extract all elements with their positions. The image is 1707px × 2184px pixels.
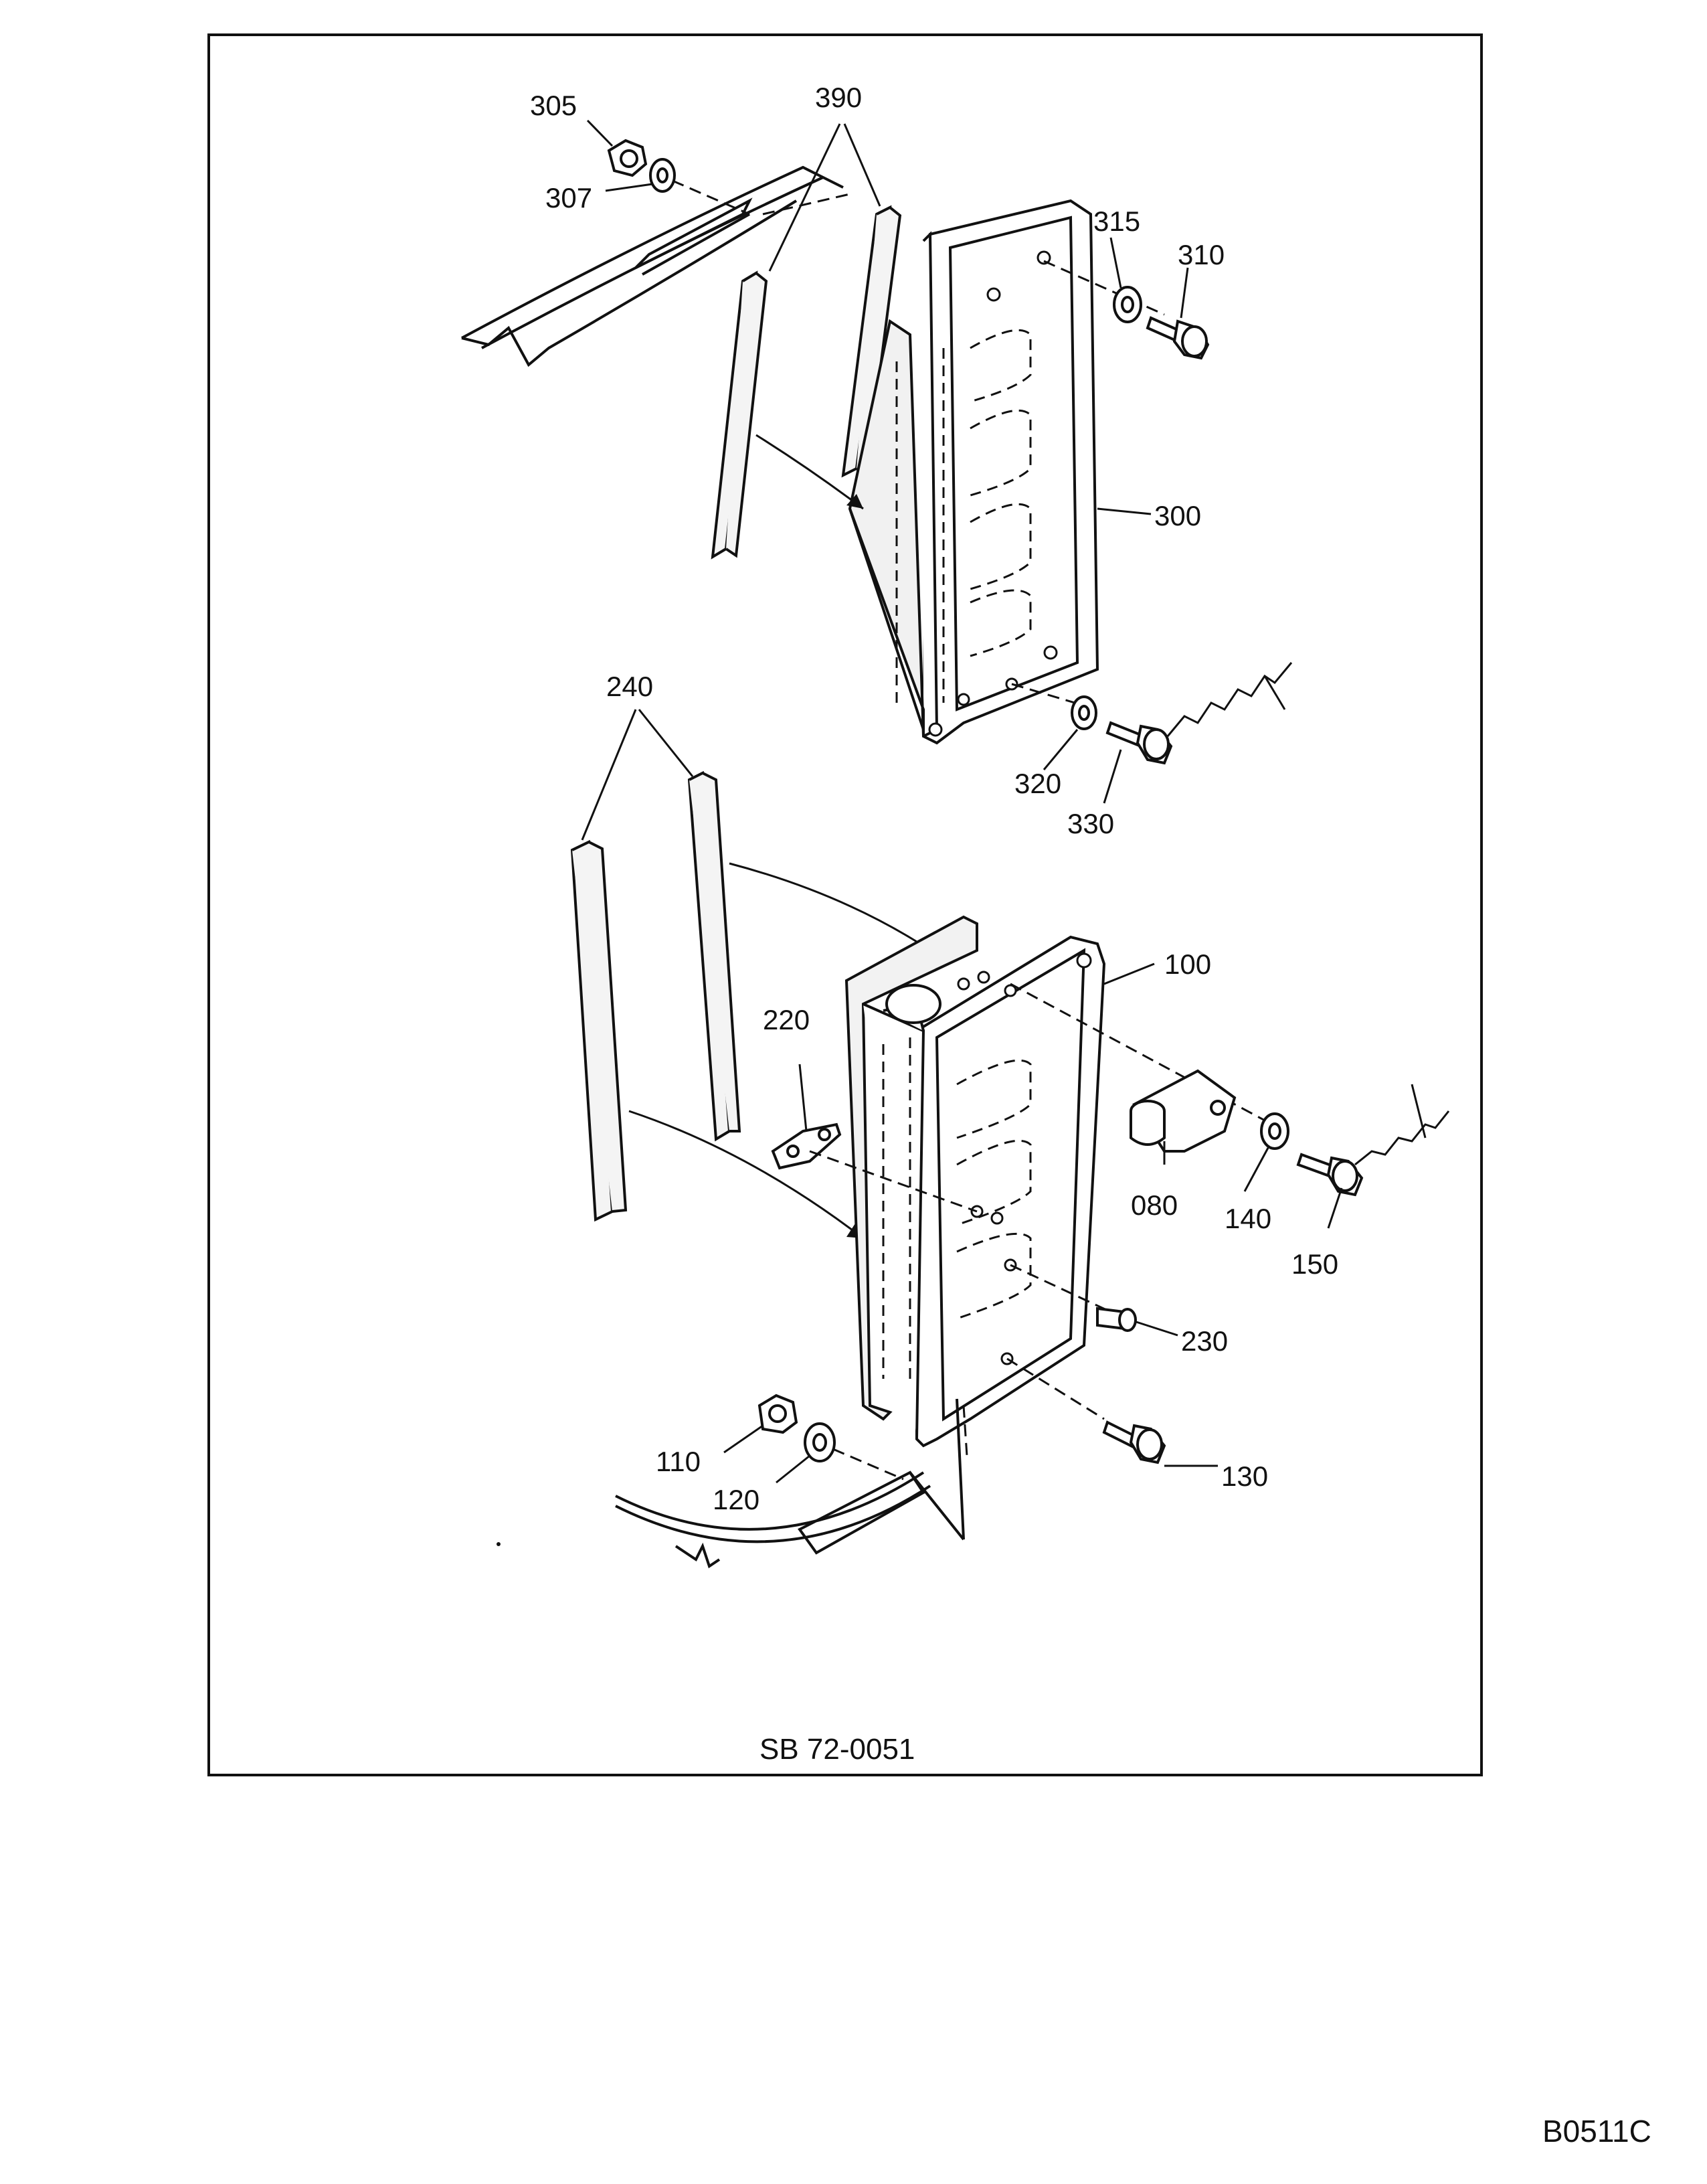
pin-080 [1130, 1069, 1237, 1153]
callout-130: 130 [1221, 1460, 1268, 1492]
washer-320 [1071, 695, 1097, 730]
leader-lines [586, 119, 1343, 1484]
callout-220: 220 [763, 1004, 810, 1035]
callout-120: 120 [713, 1484, 759, 1515]
callout-390: 390 [815, 82, 862, 113]
callout-150: 150 [1291, 1248, 1338, 1280]
nut-110 [757, 1394, 798, 1434]
safety-wire-upper [1166, 662, 1293, 737]
washer-315 [1113, 286, 1142, 323]
nut-305 [607, 139, 648, 177]
bolt-330 [1105, 721, 1173, 765]
strip-390-left [711, 270, 768, 560]
callout-330: 330 [1067, 808, 1114, 839]
lower-bracket-holes [957, 952, 1092, 1365]
upper-bracket-holes [928, 250, 1058, 737]
axis-line-upper-right [962, 1405, 968, 1456]
axis-line-330 [1011, 683, 1098, 711]
lower-bracket-slots [882, 1037, 1032, 1385]
upper-bracket-300 [848, 199, 1099, 745]
arrowhead-390-left [846, 494, 863, 509]
callout-110: 110 [656, 1446, 701, 1477]
safety-wire-lower [1354, 1084, 1450, 1166]
callout-140: 140 [1225, 1203, 1271, 1234]
callout-310: 310 [1178, 239, 1225, 270]
lower-case-rail [615, 1398, 965, 1569]
callout-240: 240 [606, 671, 653, 702]
callout-080: 080 [1131, 1189, 1178, 1221]
arrow-390-left [755, 434, 864, 510]
diagram-border [207, 33, 1483, 1776]
callout-305: 305 [530, 90, 577, 121]
washer-120 [804, 1422, 836, 1462]
pin-230 [1096, 1307, 1137, 1332]
callout-307: 307 [545, 182, 592, 214]
stray-mark [497, 1542, 501, 1546]
washer-140 [1260, 1112, 1289, 1150]
axis-line-upper-top [762, 193, 850, 216]
bolt-130 [1102, 1420, 1166, 1464]
axis-line-080 [1010, 983, 1285, 1132]
callout-100: 100 [1164, 948, 1211, 980]
axis-line-305 [672, 179, 750, 216]
washer-307 [649, 158, 676, 193]
plate-220 [771, 1122, 842, 1170]
figure-id: B0511C [1542, 2114, 1651, 2149]
axis-line-120 [832, 1448, 904, 1481]
callout-230: 230 [1181, 1325, 1228, 1357]
leader-240-right [638, 709, 694, 777]
service-bulletin-ref: SB 72-0051 [759, 1733, 915, 1766]
arrow-240-lower [628, 1110, 864, 1240]
leader-220 [798, 1064, 808, 1132]
strip-240-right [687, 770, 741, 1142]
axis-line-130 [1006, 1357, 1105, 1420]
axis-line-310 [1043, 260, 1165, 316]
bushing-bore [885, 984, 941, 1024]
upper-case-rail [461, 165, 844, 367]
callout-315: 315 [1093, 205, 1140, 237]
lower-bracket-100 [844, 915, 1106, 1448]
leader-240-left [581, 709, 637, 841]
axis-line-220 [809, 1150, 978, 1213]
bolt-310 [1146, 316, 1210, 360]
callout-300: 300 [1154, 500, 1201, 531]
strip-240-left [570, 839, 628, 1222]
upper-bracket-slots [895, 329, 1032, 709]
callout-320: 320 [1014, 768, 1061, 799]
bolt-150 [1296, 1153, 1364, 1197]
